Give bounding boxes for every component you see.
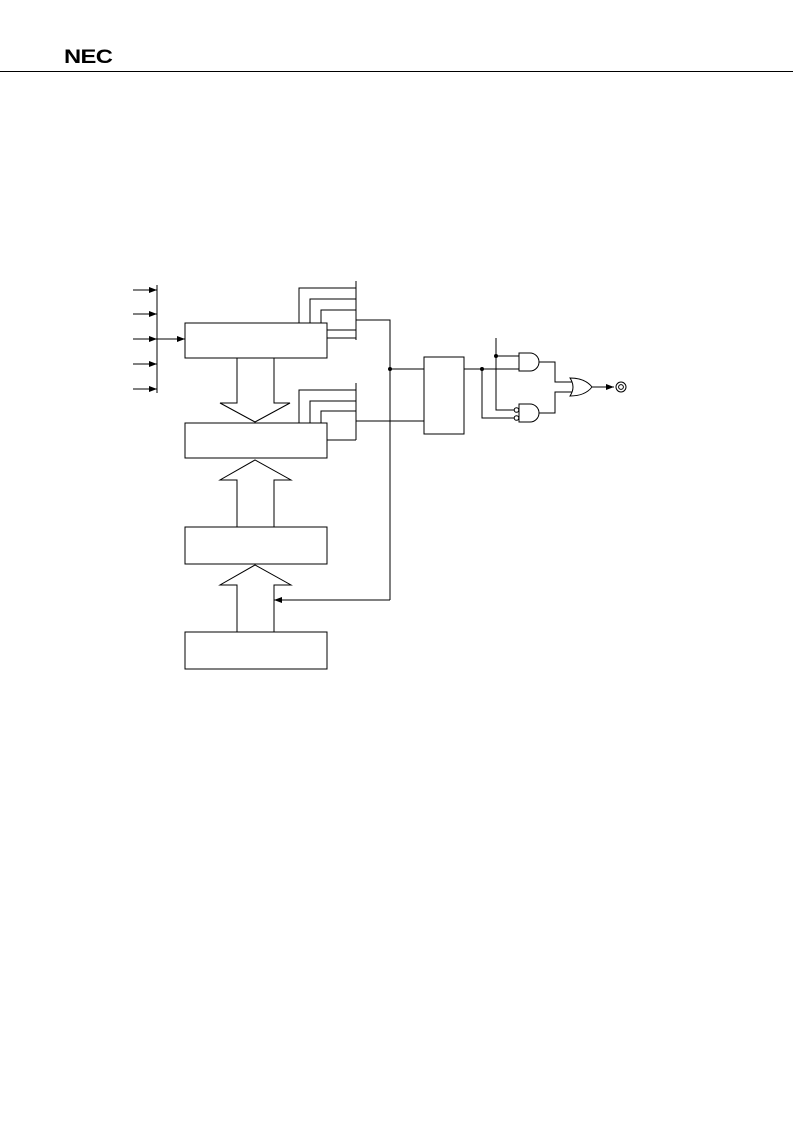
block-4 <box>184 631 328 670</box>
inverter-bubble-1 <box>513 407 520 413</box>
header-rule <box>0 71 793 72</box>
page-header: NEC <box>0 0 793 72</box>
block-1 <box>184 322 328 359</box>
hollow-arrow-down <box>219 358 291 423</box>
stair-1a <box>298 287 356 323</box>
hollow-arrow-up-2 <box>218 564 293 632</box>
block-3 <box>184 526 328 565</box>
hollow-arrow-up-1 <box>218 459 293 527</box>
and-gate-lower <box>518 403 540 423</box>
wire-block1-to-vertical <box>356 319 391 600</box>
inverter-bubble-2 <box>513 415 520 421</box>
stair-2b <box>309 400 356 423</box>
stair-2a <box>298 389 356 423</box>
block-2 <box>184 422 328 459</box>
circle-terminal-icon <box>615 381 627 393</box>
wire-and-upper-to-or <box>539 361 572 383</box>
or-gate <box>569 377 593 397</box>
terminal-inner <box>618 384 624 390</box>
junction-dot-2 <box>480 367 484 371</box>
wire-to-lower-and <box>481 369 514 419</box>
wire-control-to-lower <box>495 356 514 411</box>
wire-and-lower-to-or <box>539 391 572 414</box>
wire-control-input <box>495 338 519 357</box>
stair-1e <box>327 310 357 331</box>
stair-1c <box>320 309 356 323</box>
nec-logo: NEC <box>64 47 113 68</box>
junction-dot-3 <box>494 354 498 358</box>
junction-dot-1 <box>388 367 392 371</box>
and-gate-upper <box>518 352 540 372</box>
stair-1b <box>309 298 356 323</box>
stair-2c <box>320 410 356 423</box>
block-5 <box>423 356 465 435</box>
